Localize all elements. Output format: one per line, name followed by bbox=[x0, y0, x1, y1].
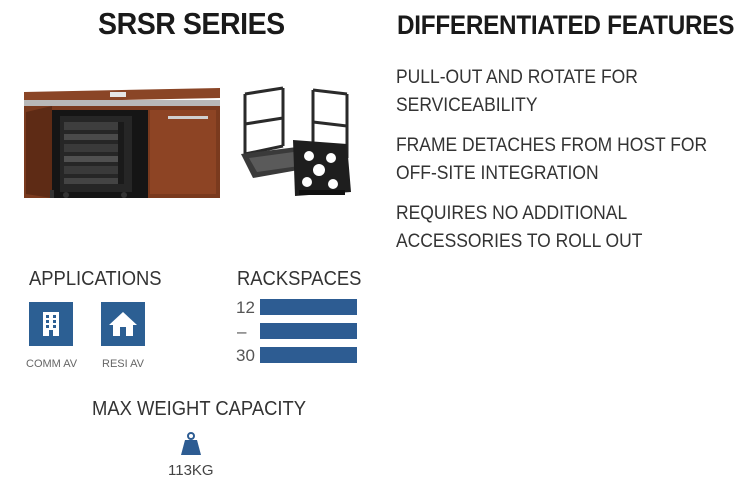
features-title: DIFFERENTIATED FEATURES bbox=[397, 10, 735, 40]
max-weight-label: MAX WEIGHT CAPACITY bbox=[92, 398, 307, 420]
rackspace-bar bbox=[260, 347, 357, 363]
rotating-rack-frame-image bbox=[241, 86, 351, 196]
resi-av-caption: RESI AV bbox=[102, 358, 144, 370]
resi-av-tile bbox=[101, 302, 145, 346]
series-title: SRSR SERIES bbox=[98, 6, 285, 41]
feature-item: FRAME DETACHES FROM HOST FOR OFF-SITE IN… bbox=[396, 135, 708, 184]
rackspaces-label: RACKSPACES bbox=[237, 268, 362, 290]
feature-item: REQUIRES NO ADDITIONAL ACCESSORIES TO RO… bbox=[396, 203, 643, 252]
house-icon bbox=[109, 312, 137, 336]
rackspaces-separator: – bbox=[237, 322, 247, 341]
max-weight-value: 113KG bbox=[168, 462, 214, 479]
rackspace-bar bbox=[260, 299, 357, 315]
rackspace-bar bbox=[260, 323, 357, 339]
building-icon bbox=[43, 312, 59, 336]
applications-label: APPLICATIONS bbox=[29, 268, 162, 290]
rackspaces-min: 12 bbox=[236, 298, 255, 317]
comm-av-tile bbox=[29, 302, 73, 346]
feature-list: PULL-OUT AND ROTATE FOR SERVICEABILITY F… bbox=[396, 64, 736, 268]
comm-av-caption: COMM AV bbox=[26, 358, 78, 370]
cabinet-with-rack-image bbox=[24, 88, 220, 198]
weight-icon bbox=[181, 432, 201, 455]
rackspaces-max: 30 bbox=[236, 346, 255, 365]
feature-item: PULL-OUT AND ROTATE FOR SERVICEABILITY bbox=[396, 67, 638, 116]
